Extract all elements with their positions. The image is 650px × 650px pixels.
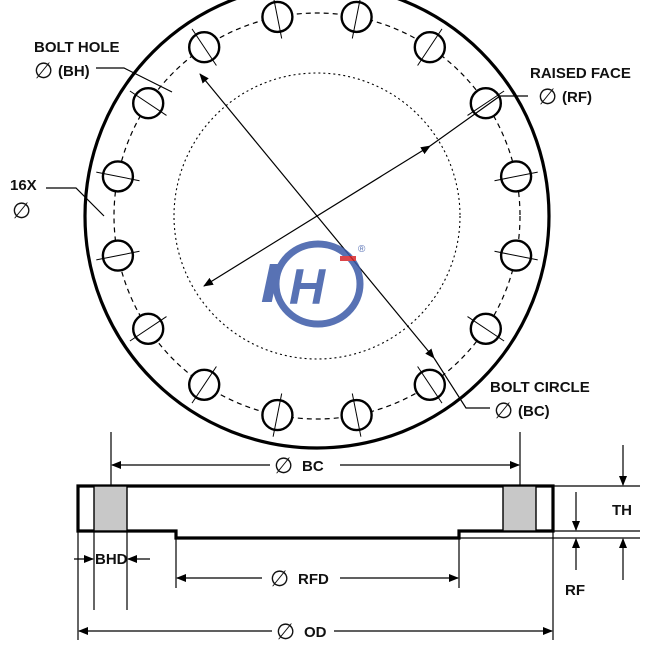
top-view	[46, 0, 551, 450]
bolt-hole-centerline	[96, 171, 140, 182]
bolt-hole-diameter-symbol: ∅	[34, 59, 53, 84]
bolt-hole-centerline	[191, 28, 217, 66]
raised-face-label: RAISED FACE	[530, 65, 631, 82]
raised-face-abbrev: (RF)	[562, 89, 592, 106]
raised-face-leader	[429, 95, 528, 147]
bolt-hole-leader	[96, 67, 173, 93]
raised-face-diameter-arrow	[203, 145, 431, 287]
bolt-hole-centerline	[417, 366, 443, 404]
bolt-hole-centerline	[351, 0, 361, 39]
raised-face-circle	[173, 72, 461, 360]
hole-count-diameter-symbol: ∅	[12, 199, 31, 224]
svg-text:®: ®	[358, 244, 366, 255]
bolt-hole-centerline	[129, 316, 167, 342]
th-label: TH	[612, 502, 632, 519]
od-diameter-symbol: ∅	[276, 620, 295, 645]
count-leader	[46, 187, 105, 217]
bolt-circle-leader	[433, 357, 490, 409]
bolt-hole-centerline	[417, 28, 443, 66]
bolt-circle-diameter-symbol: ∅	[494, 399, 513, 424]
bolt-hole-centerline	[494, 250, 538, 261]
bolt-hole-centerline	[272, 393, 283, 437]
bhd-label: BHD	[95, 551, 128, 568]
bolt-hole-centerline	[494, 171, 538, 182]
bolt-circle	[113, 12, 521, 420]
bolt-hole-centerline	[467, 90, 505, 116]
bolt-hole-section-right	[502, 485, 537, 532]
outer-diameter-circle	[83, 0, 551, 450]
rfd-label: RFD	[298, 571, 329, 588]
bolt-hole-centerline	[96, 250, 140, 261]
bolt-hole-centerline	[351, 393, 362, 437]
rf-label: RF	[565, 582, 585, 599]
raised-face-diameter-symbol: ∅	[538, 85, 557, 110]
bolt-hole-centerline	[273, 0, 283, 39]
company-logo: H ®	[261, 240, 366, 328]
hole-count-label: 16X	[10, 177, 37, 194]
bolt-hole-centerline	[129, 90, 167, 116]
bolt-hole-label: BOLT HOLE	[34, 39, 120, 56]
bolt-hole-abbrev: (BH)	[58, 63, 90, 80]
rfd-diameter-symbol: ∅	[270, 567, 289, 592]
side-view	[74, 432, 640, 640]
bolt-hole-centerline	[467, 316, 505, 342]
bc-diameter-symbol: ∅	[274, 454, 293, 479]
bolt-circle-label: BOLT CIRCLE	[490, 379, 590, 396]
svg-text:H: H	[289, 259, 326, 315]
bolt-circle-abbrev: (BC)	[518, 403, 550, 420]
flange-profile	[76, 484, 555, 540]
bolt-hole-section-left	[93, 485, 128, 532]
bolt-hole-centerline	[191, 366, 217, 404]
bc-label: BC	[302, 458, 324, 475]
od-label: OD	[304, 624, 327, 641]
bolt-holes	[96, 0, 538, 437]
